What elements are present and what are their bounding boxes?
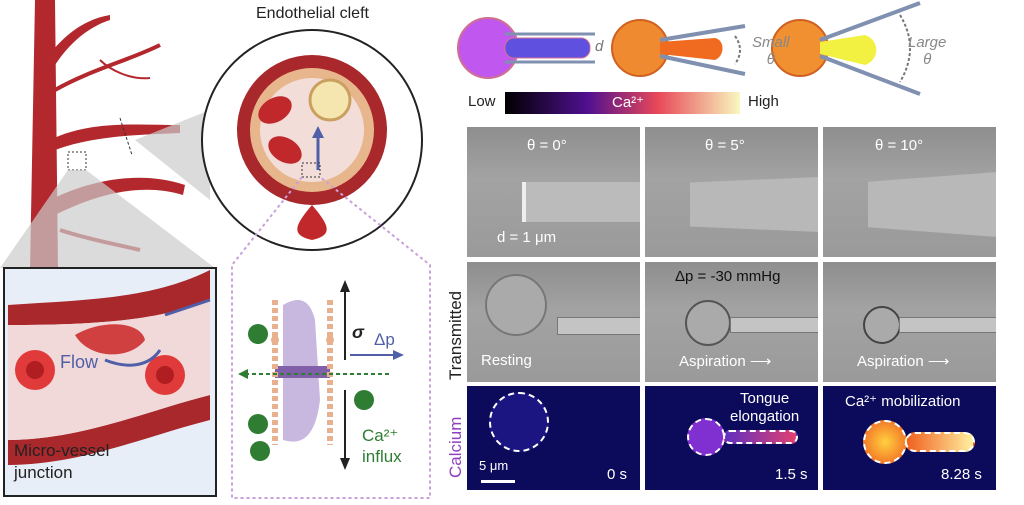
timestamp: 8.28 s bbox=[941, 466, 982, 483]
cleft-title: Endothelial cleft bbox=[256, 5, 369, 22]
aspiration-label: Aspiration ⟶ bbox=[679, 353, 772, 370]
diameter-note: d = 1 μm bbox=[497, 229, 557, 246]
state-label: Aspiration bbox=[679, 353, 746, 370]
angle-title: θ = 5° bbox=[705, 137, 745, 154]
transmitted-panel-0: Resting bbox=[467, 262, 640, 382]
angle-title: θ = 10° bbox=[875, 137, 924, 154]
large-label: Large bbox=[908, 34, 947, 51]
state-label: Resting bbox=[481, 352, 532, 369]
scale-low: Low bbox=[468, 93, 496, 110]
calcium-panel-0: 5 μm 0 s bbox=[467, 386, 640, 490]
transmitted-panel-1: Δp = -30 mmHg Aspiration ⟶ bbox=[645, 262, 818, 382]
theta-label: θ bbox=[766, 51, 775, 68]
angle-panel-2: θ = 10° bbox=[823, 127, 996, 257]
transmitted-panel-2: Aspiration ⟶ bbox=[823, 262, 996, 382]
ion-channel-icon bbox=[271, 300, 334, 445]
calcium-colorbar bbox=[505, 92, 740, 114]
small-label: Small bbox=[752, 34, 790, 51]
row-label-calcium: Calcium bbox=[446, 416, 465, 478]
timestamp: 0 s bbox=[607, 466, 628, 483]
timestamp: 1.5 s bbox=[775, 466, 808, 483]
angle-panel-0: θ = 0° d = 1 μm bbox=[467, 127, 640, 257]
d-label: d bbox=[595, 38, 604, 55]
caption-line-1: Tongue bbox=[740, 390, 790, 407]
scale-bar-label: 5 μm bbox=[479, 458, 509, 473]
influx-line-2: influx bbox=[362, 447, 402, 466]
vessel-tree-illustration bbox=[0, 0, 431, 499]
angle-panel-1: θ = 5° bbox=[645, 127, 818, 257]
row-label-transmitted: Transmitted bbox=[446, 290, 465, 380]
mobilization-caption: Ca²⁺ mobilization bbox=[845, 393, 961, 410]
flow-label: Flow bbox=[60, 352, 99, 372]
caption-line-2: elongation bbox=[730, 408, 800, 425]
scale-mid: Ca²⁺ bbox=[612, 94, 645, 111]
aspiration-schematic bbox=[457, 1, 921, 114]
aspiration-label: Aspiration ⟶ bbox=[857, 353, 950, 370]
ca-influx-label: Ca²⁺ influx bbox=[362, 425, 402, 467]
pressure-label: Δp = -30 mmHg bbox=[675, 268, 781, 285]
influx-line-1: Ca²⁺ bbox=[362, 426, 399, 445]
scale-high: High bbox=[748, 93, 779, 110]
theta-label: θ bbox=[923, 51, 932, 68]
dp-label: Δp bbox=[374, 330, 395, 349]
micro-vessel-label: Micro-vessel junction bbox=[14, 441, 110, 482]
angle-title: θ = 0° bbox=[527, 137, 567, 154]
calcium-panel-2: Ca²⁺ mobilization 8.28 s bbox=[823, 386, 996, 490]
sigma-label: σ bbox=[352, 322, 364, 342]
state-label: Aspiration bbox=[857, 353, 924, 370]
